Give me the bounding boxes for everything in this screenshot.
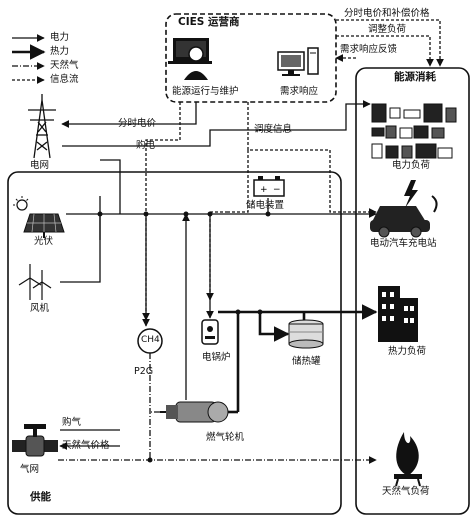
legend-heat-label: 热力 <box>50 46 70 57</box>
consumer-box <box>355 67 470 515</box>
appliances-icon <box>371 103 457 159</box>
heat-tank-label: 储热罐 <box>292 356 321 367</box>
operator-maintenance-label: 能源运行与维护 <box>172 86 239 97</box>
electric-boiler-icon <box>201 319 219 345</box>
ch4-label: CH4 <box>141 335 160 345</box>
buy-gas-label: 购气 <box>62 417 82 428</box>
electric-load-label: 电力负荷 <box>392 160 431 171</box>
operator-title: CIES 运营商 <box>178 16 240 28</box>
battery-icon: + − <box>253 176 285 197</box>
legend-info-label: 信息流 <box>50 74 79 85</box>
gas-valve-icon <box>12 424 58 457</box>
dispatch-info-label: 调度信息 <box>254 124 293 135</box>
dr-feedback-label: 需求响应反馈 <box>340 44 398 55</box>
operator-box <box>165 13 337 103</box>
gas-flame-icon <box>394 432 422 487</box>
boiler-label: 电锅炉 <box>202 352 231 363</box>
computer-icon <box>277 47 319 76</box>
ev-station-label: 电动汽车充电站 <box>370 238 437 249</box>
gas-turbine-icon <box>160 401 229 423</box>
wind-label: 风机 <box>30 303 50 314</box>
legend-power-label: 电力 <box>50 32 70 43</box>
building-icon <box>378 286 418 342</box>
buy-power-label: 购电 <box>136 140 156 151</box>
price-flows <box>59 429 120 450</box>
tou-price-comp-label: 分时电价和补偿价格 <box>344 8 430 19</box>
operator-staff-icon <box>168 38 212 80</box>
operator-dr-label: 需求响应 <box>280 86 319 97</box>
supply-title: 供能 <box>30 491 51 503</box>
solar-panel-icon <box>13 196 65 238</box>
turbine-label: 燃气轮机 <box>206 432 245 443</box>
heat-flows <box>218 304 378 414</box>
p2g-label: P2G <box>134 366 154 377</box>
pv-label: 光伏 <box>34 236 54 247</box>
transmission-tower-icon <box>28 94 56 159</box>
tou-price-label: 分时电价 <box>118 118 157 129</box>
gas-flows <box>58 353 377 464</box>
heat-tank-icon <box>288 319 324 349</box>
adjust-load-label: 调整负荷 <box>368 24 407 35</box>
supply-box <box>7 171 342 515</box>
heat-load-label: 热力负荷 <box>388 346 427 357</box>
svg-text:+: + <box>260 185 268 195</box>
legend-gas-label: 天然气 <box>50 60 79 71</box>
svg-text:−: − <box>273 185 281 195</box>
legend-lines <box>12 34 46 84</box>
consumer-title: 能源消耗 <box>394 71 436 83</box>
gas-price-label: 天然气价格 <box>62 440 110 451</box>
wind-turbine-icon <box>18 264 52 300</box>
gas-network-label: 气网 <box>20 464 40 475</box>
storage-label: 储电装置 <box>246 200 285 211</box>
gas-load-label: 天然气负荷 <box>382 486 430 497</box>
junction-dots <box>97 211 271 463</box>
ev-car-icon <box>370 180 438 238</box>
grid-label: 电网 <box>30 160 50 171</box>
power-flows <box>60 100 377 400</box>
